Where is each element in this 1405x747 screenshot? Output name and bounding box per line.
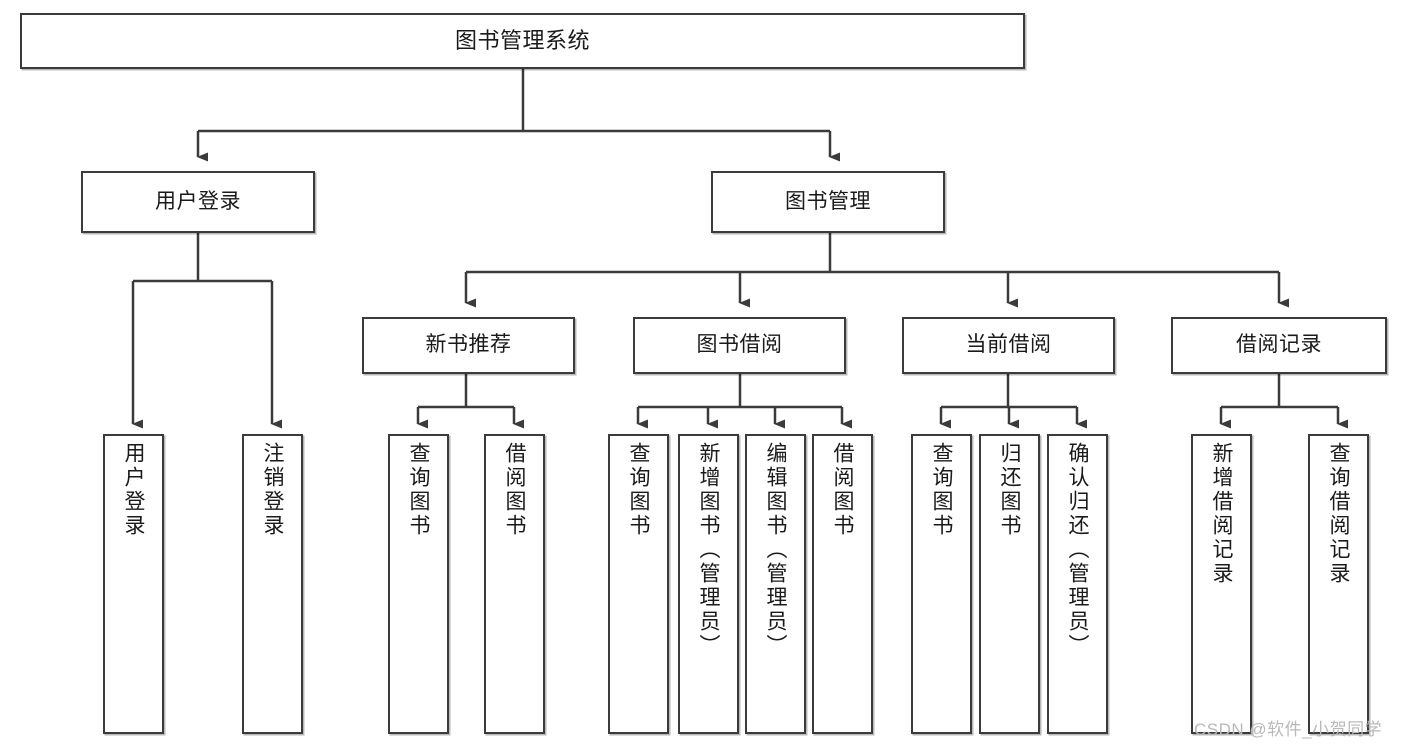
node-leaf-borrow-book-1[interactable]: 借阅图书 [484,434,545,734]
node-leaf-query-book-2[interactable]: 查询图书 [608,434,669,734]
node-leaf-return-book-label: 归还图书 [998,442,1021,538]
node-leaf-add-book-label: 新增图书（管理员） [697,442,720,658]
node-leaf-query-book-1[interactable]: 查询图书 [388,434,449,734]
node-book-borrow[interactable]: 图书借阅 [633,317,846,374]
node-book-borrow-label: 图书借阅 [696,333,783,357]
node-borrow-record[interactable]: 借阅记录 [1171,317,1387,374]
node-new-book-recommend-label: 新书推荐 [425,333,512,357]
node-leaf-return-book[interactable]: 归还图书 [979,434,1040,734]
node-leaf-query-record[interactable]: 查询借阅记录 [1308,434,1369,734]
node-leaf-borrow-book-2-label: 借阅图书 [831,442,854,538]
node-leaf-confirm-return[interactable]: 确认归还（管理员） [1047,434,1108,734]
node-leaf-borrow-book-2[interactable]: 借阅图书 [812,434,873,734]
node-leaf-query-book-3-label: 查询图书 [930,442,953,538]
node-borrow-record-label: 借阅记录 [1236,333,1322,357]
node-current-borrow-label: 当前借阅 [965,333,1052,357]
node-leaf-add-record-label: 新增借阅记录 [1210,442,1233,586]
node-leaf-edit-book[interactable]: 编辑图书（管理员） [745,434,806,734]
node-leaf-query-book-3[interactable]: 查询图书 [911,434,972,734]
node-leaf-logout-login-label: 注销登录 [261,442,284,538]
node-leaf-user-login-label: 用户登录 [122,442,145,538]
node-leaf-confirm-return-label: 确认归还（管理员） [1066,442,1089,658]
node-root-label: 图书管理系统 [454,28,590,54]
node-leaf-query-book-2-label: 查询图书 [627,442,650,538]
node-user-login-label: 用户登录 [155,189,241,213]
node-leaf-query-book-1-label: 查询图书 [407,442,430,538]
node-user-login[interactable]: 用户登录 [81,171,315,233]
node-leaf-edit-book-label: 编辑图书（管理员） [764,442,787,658]
node-current-borrow[interactable]: 当前借阅 [902,317,1115,374]
node-new-book-recommend[interactable]: 新书推荐 [362,317,575,374]
node-book-management[interactable]: 图书管理 [711,171,945,233]
node-leaf-user-login[interactable]: 用户登录 [103,434,164,734]
node-leaf-add-book[interactable]: 新增图书（管理员） [678,434,739,734]
node-leaf-logout-login[interactable]: 注销登录 [242,434,303,734]
node-leaf-query-record-label: 查询借阅记录 [1327,442,1350,586]
node-root[interactable]: 图书管理系统 [20,13,1025,69]
node-leaf-add-record[interactable]: 新增借阅记录 [1191,434,1252,734]
node-leaf-borrow-book-1-label: 借阅图书 [503,442,526,538]
csdn-watermark: CSDN @软件_小贺同学 [1194,720,1383,739]
node-book-management-label: 图书管理 [785,189,871,213]
